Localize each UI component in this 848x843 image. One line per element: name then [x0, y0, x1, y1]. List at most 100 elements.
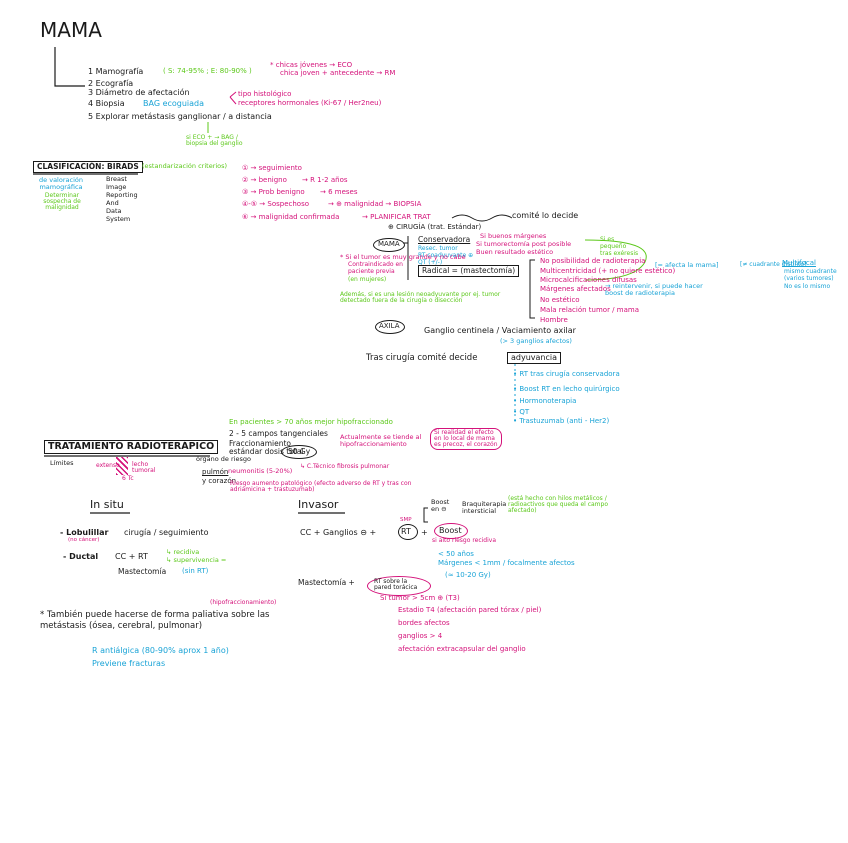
- diag-item-ecografia: 2 Ecografía: [88, 79, 134, 88]
- radical-label: Radical = (mastectomía): [418, 265, 520, 277]
- braq-left: Boost en ⊖: [431, 498, 450, 513]
- invasive-blue-0: < 50 años: [438, 550, 474, 558]
- insitu-mastectomy: Mastectomía: [118, 567, 167, 576]
- insitu-lob-sub: (no cáncer): [68, 537, 100, 543]
- rt-box-right: Si realidad el efecto en lo local de mam…: [430, 428, 502, 450]
- diag-item-mamografia: 1 Mamografía: [88, 67, 144, 76]
- boost-ellipse: [434, 523, 468, 539]
- birads-acronym-0: Breast: [106, 175, 127, 183]
- radical-item-0: No posibilidad de radioterapia: [540, 257, 646, 265]
- mama-ellipse: [373, 238, 405, 252]
- braq-right: Braquiterapia intersticial: [462, 500, 507, 515]
- footer-note-top: (hipofraccionamiento): [210, 599, 277, 606]
- birads-row-6: ⑥ → malignidad confirmada: [242, 213, 340, 221]
- rt-pneumonitis: neumonitis (5-20%): [228, 467, 293, 475]
- invasive-boost-top: SMP: [400, 517, 412, 523]
- adj-item-0: • RT tras cirugía conservadora: [513, 370, 620, 378]
- multifocal-sub-2: No es lo mismo: [784, 283, 831, 290]
- multifocal-eq: [= afecta la mama]: [655, 261, 719, 269]
- mama-label: MAMA: [378, 240, 400, 248]
- birads-row-1: ① → seguimiento: [242, 164, 302, 172]
- radical-note-2: paciente previa: [348, 268, 395, 275]
- invasive-boost-sub: si alto riesgo recidiva: [432, 537, 497, 544]
- cons-sub-0: Resec. tumor: [418, 245, 458, 252]
- invasive-line: CC + Ganglios ⊖ +: [300, 528, 377, 537]
- invasive-blue-1: Márgenes < 1mm / focalmente afectos: [438, 559, 575, 567]
- circle-note-0: Si es: [600, 236, 615, 243]
- axila-ellipse: [375, 320, 405, 334]
- rt-side-3: lecho tumoral: [132, 461, 156, 474]
- birads-note: (estandarización criterios): [142, 162, 228, 170]
- radical-item-2: Microcalcificaciones difusas: [540, 276, 637, 284]
- radiotherapy-title: TRATAMIENTO RADIOTERÁPICO: [44, 440, 219, 454]
- invasive-boost: Boost: [439, 526, 462, 535]
- birads-label: CLASIFICACIÓN: BIRADS: [33, 161, 143, 173]
- rt-ellipse: [398, 524, 418, 540]
- radical-note-0: * Si el tumor es muy grande y no cabe: [340, 253, 466, 261]
- diag-item-biopsia: 4 Biopsia: [88, 99, 125, 108]
- dose-ellipse: [281, 445, 317, 459]
- rt-line-0: 2 - 5 campos tangenciales: [229, 429, 328, 438]
- cons-right-1: Si buenos márgenes: [480, 232, 547, 240]
- birads-row-45: ④-⑤ → Sospechoso: [242, 200, 310, 208]
- cons-right-3: Buen resultado estético: [476, 248, 554, 256]
- young-note-2: chica joven + antecedente → RM: [280, 69, 396, 77]
- rt-organs-1: pulmón: [202, 468, 229, 476]
- insitu-mast-note: (sin RT): [182, 567, 209, 575]
- footer-note: * También puede hacerse de forma paliati…: [40, 610, 270, 632]
- conservadora-label: Conservadora: [418, 235, 471, 244]
- rt-side-2: 6 Tc: [122, 475, 134, 482]
- after-surgery: Tras cirugía comité decide: [366, 353, 478, 363]
- diag-item-diametro: 3 Diámetro de afectación: [88, 88, 190, 97]
- circle-note-2: tras exéresis: [600, 250, 639, 257]
- hatched-field: [116, 457, 128, 475]
- rt-green-top: En pacientes > 70 años mejor hipofraccio…: [229, 418, 393, 426]
- invasive-rt-wall: RT sobre la pared torácica: [374, 578, 418, 591]
- multifocal-sub-1: (varios tumores): [784, 275, 834, 282]
- adj-item-3: • QT: [513, 408, 530, 416]
- insitu-ductal: - Ductal: [63, 552, 99, 561]
- adj-item-4: • Trastuzumab (anti - Her2): [513, 417, 610, 425]
- radical-note-1: Contraindicado en: [348, 261, 403, 268]
- rt-p-note: ↳ C.Técnico fibrosis pulmonar: [300, 463, 390, 470]
- birads-row-2: ② → benigno: [242, 176, 287, 184]
- ganglion-note: si ECO + → BAG / biopsia del ganglio: [186, 134, 243, 147]
- axila-text: Ganglio centinela / Vaciamiento axilar: [424, 326, 576, 335]
- rt-organs-0: órgano de riesgo: [196, 455, 251, 463]
- rt-side-1: extenso: [96, 462, 120, 469]
- birads-acronym-4: Data: [106, 207, 122, 215]
- birads-acronym-5: System: [106, 215, 131, 223]
- invasive-cond-1: bordes afectos: [398, 619, 450, 627]
- braq-note: (está hecho con hilos metálicos / radioa…: [508, 495, 609, 514]
- invasive-heading: Invasor: [298, 498, 339, 511]
- committee-label: comité lo decide: [512, 211, 579, 220]
- surgery-label: ⊕ CIRUGÍA (trat. Estándar): [388, 223, 482, 231]
- insitu-ductal-green-0: ↳ recidiva: [166, 548, 200, 556]
- insitu-heading: In situ: [90, 498, 124, 511]
- birads-row-3-extra: → 6 meses: [320, 188, 358, 196]
- invasive-cond-head: Si tumor > 5cm ⊕ (T3): [380, 594, 460, 602]
- birads-valoracion: de valoración mamográfica: [39, 176, 83, 191]
- invasive-cond-3: afectación extracapsular del ganglio: [398, 645, 526, 653]
- mamo-stats: ( S: 74-95% ; E: 80-90% ): [163, 67, 252, 75]
- rt-dose: 50 Gy: [288, 447, 311, 456]
- circle-note-1: pequeño: [600, 243, 627, 250]
- adjuvant-label: adyuvancia: [507, 352, 562, 364]
- cons-sub-1: RT coadyuvante ⊕: [418, 252, 474, 259]
- birads-row-45-extra: → ⊕ malignidad → BIOPSIA: [328, 200, 422, 208]
- invasive-rt: RT: [401, 527, 411, 536]
- rt-limits: Límites: [50, 459, 74, 467]
- rt-heart-note: Riesgo aumento patológico (efecto advers…: [230, 480, 412, 493]
- radical-item-5: Mala relación tumor / mama: [540, 306, 639, 314]
- invasive-blue-2: (≈ 10-20 Gy): [445, 571, 491, 579]
- cons-right-2: Si tumorectomía post posible: [476, 240, 572, 248]
- radical-item-3: Márgenes afectados: [540, 285, 611, 293]
- radical-item-4: No estético: [540, 296, 580, 304]
- cons-sub-2: QT (+/-): [418, 259, 443, 266]
- footer-blue-1: R antiálgica (80-90% aprox 1 año): [92, 646, 229, 655]
- radical-item-6: Hombre: [540, 316, 568, 324]
- footer-blue-2: Previene fracturas: [92, 659, 166, 668]
- margins-note: → reintervenir, si puede hacer boost de …: [605, 282, 703, 297]
- multifocal-sub-0: mismo cuadrante: [784, 268, 837, 275]
